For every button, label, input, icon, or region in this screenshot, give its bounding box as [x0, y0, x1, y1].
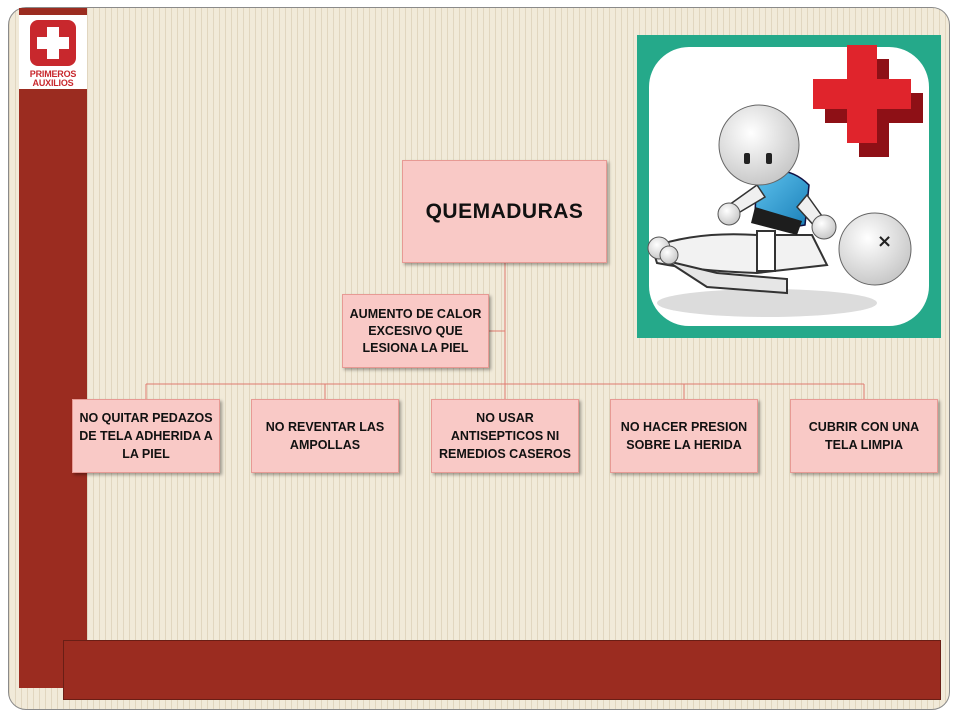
child-node-5: CUBRIR CON UNA TELA LIMPIA: [790, 399, 938, 473]
assistant-node-definition: AUMENTO DE CALOR EXCESIVO QUE LESIONA LA…: [342, 294, 489, 368]
child-node-4: NO HACER PRESION SOBRE LA HERIDA: [610, 399, 758, 473]
child-node-3: NO USAR ANTISEPTICOS NI REMEDIOS CASEROS: [431, 399, 579, 473]
logo-text-line2: AUXILIOS: [32, 78, 74, 88]
logo-text-line1: PRIMEROS: [29, 69, 77, 79]
root-node-quemaduras: QUEMADURAS: [402, 160, 607, 263]
child-node-2: NO REVENTAR LAS AMPOLLAS: [251, 399, 399, 473]
red-cross-icon: [30, 20, 76, 66]
left-accent-bar: [19, 8, 87, 688]
first-aid-logo: PRIMEROS AUXILIOS: [19, 15, 87, 89]
child-node-1: NO QUITAR PEDAZOS DE TELA ADHERIDA A LA …: [72, 399, 220, 473]
svg-text:×: ×: [877, 231, 892, 252]
first-aid-cpr-icon: ×: [647, 45, 923, 317]
first-aid-illustration-frame: ×: [637, 35, 941, 338]
red-cross-3d-icon: [813, 45, 923, 157]
bottom-accent-bar: [63, 640, 941, 700]
